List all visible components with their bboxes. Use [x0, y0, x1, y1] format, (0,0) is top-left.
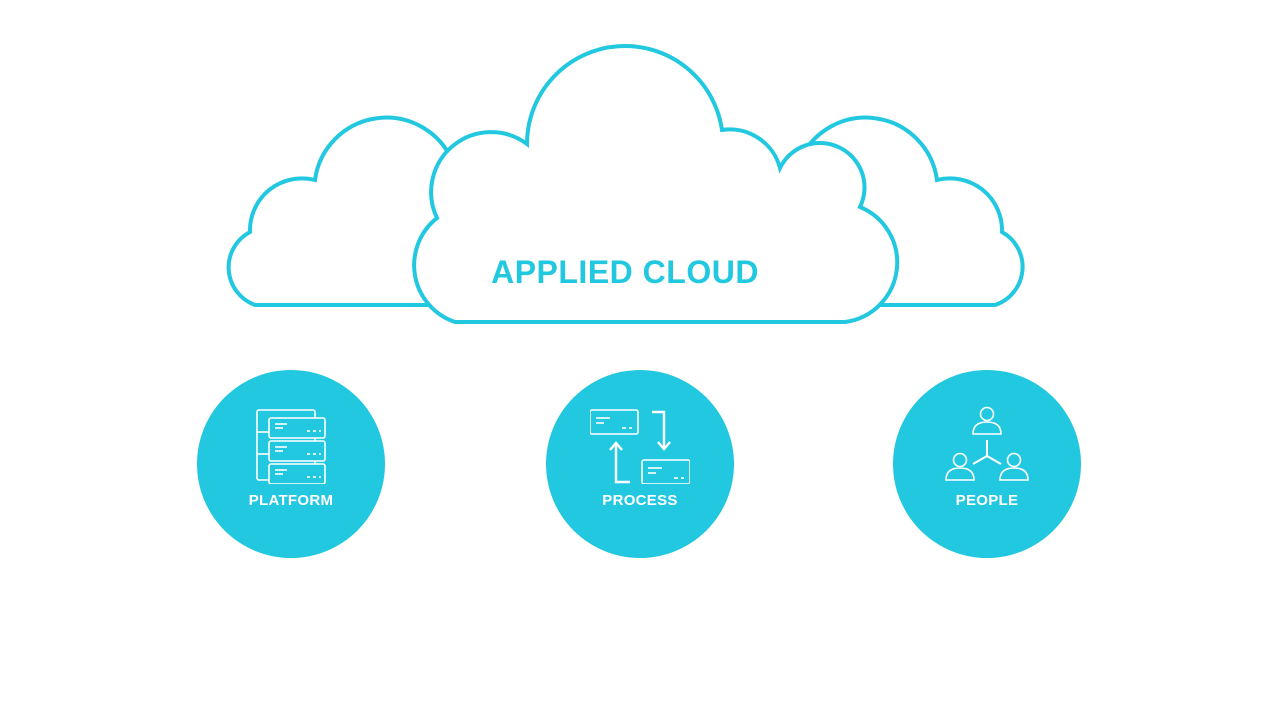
- workflow-arrows-icon: [590, 409, 690, 484]
- platform-circle: PLATFORM: [197, 370, 385, 558]
- team-network-icon: [945, 406, 1029, 481]
- cloud-group: [226, 43, 1025, 324]
- left-back-cloud: [226, 115, 454, 307]
- process-label: PROCESS: [602, 492, 678, 509]
- main-cloud: [412, 43, 900, 324]
- process-circle: PROCESS: [546, 370, 734, 558]
- people-circle: PEOPLE: [893, 370, 1081, 558]
- cloud-title: APPLIED CLOUD: [491, 254, 759, 290]
- platform-label: PLATFORM: [248, 492, 334, 509]
- server-stack-icon: [256, 409, 326, 484]
- people-label: PEOPLE: [955, 492, 1019, 509]
